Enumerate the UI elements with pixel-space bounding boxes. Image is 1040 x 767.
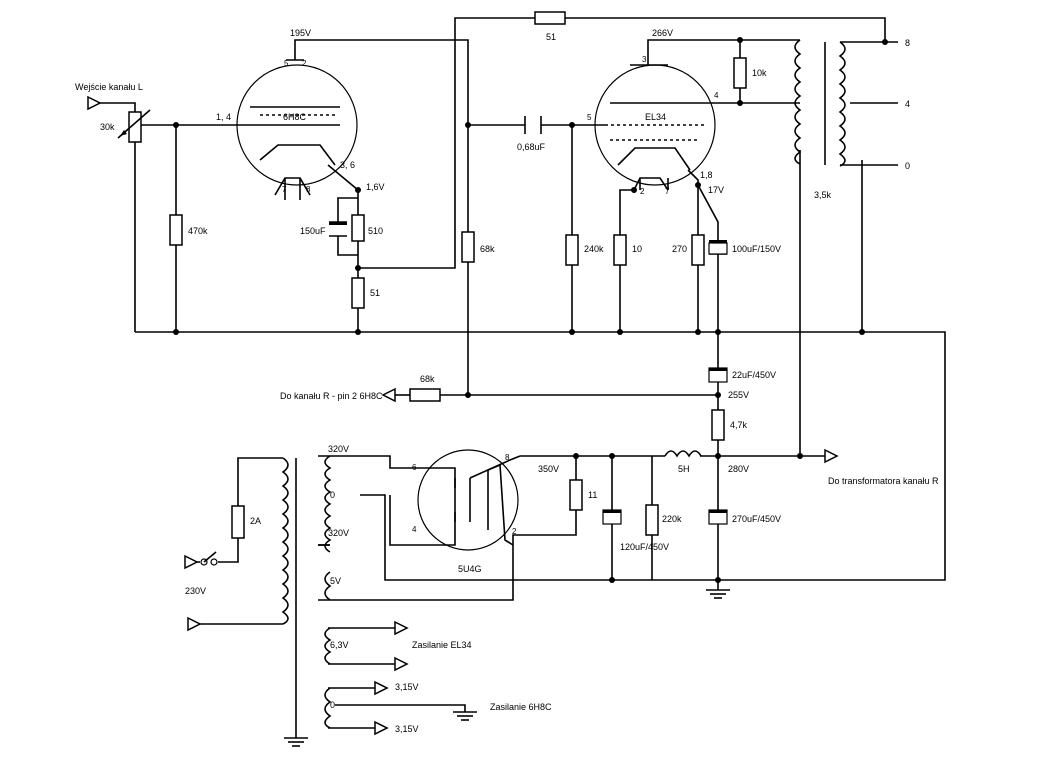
ground-symbols <box>284 589 730 747</box>
svg-text:68k: 68k <box>480 244 495 254</box>
svg-text:0: 0 <box>330 490 335 500</box>
svg-text:0: 0 <box>330 700 335 710</box>
pot-value: 30k <box>100 122 115 132</box>
svg-text:22uF/450V: 22uF/450V <box>732 370 776 380</box>
capacitors <box>329 116 728 525</box>
resistor-220k <box>645 504 659 536</box>
choke-5h <box>664 450 702 458</box>
resistor-11 <box>569 479 583 511</box>
svg-text:2: 2 <box>640 187 645 196</box>
svg-text:2: 2 <box>512 527 517 536</box>
resistors <box>169 11 747 539</box>
voltage-350v: 350V <box>538 464 559 474</box>
svg-text:4: 4 <box>905 99 910 109</box>
tube-5u4g-label: 5U4G <box>458 564 482 574</box>
connectors <box>87 95 839 736</box>
svg-text:5V: 5V <box>330 576 341 586</box>
svg-text:1,8: 1,8 <box>700 170 713 180</box>
fuse-2a <box>231 505 245 539</box>
svg-text:270: 270 <box>672 244 687 254</box>
svg-text:51: 51 <box>546 32 556 42</box>
svg-text:4: 4 <box>714 91 719 100</box>
voltage-280v: 280V <box>728 464 749 474</box>
labels: Wejście kanału L 30k 195V 5 2 1, 4 6H8C … <box>75 28 939 734</box>
svg-text:3,15V: 3,15V <box>395 724 419 734</box>
svg-text:4: 4 <box>412 525 417 534</box>
resistor-4-7k <box>711 409 725 441</box>
input-label: Wejście kanału L <box>75 82 143 92</box>
svg-text:220k: 220k <box>662 514 682 524</box>
svg-text:100uF/150V: 100uF/150V <box>732 244 781 254</box>
svg-text:120uF/450V: 120uF/450V <box>620 542 669 552</box>
resistor-510 <box>351 214 365 242</box>
tube-6h8c-label: 6H8C <box>283 112 307 122</box>
tube-6h8c <box>236 64 358 200</box>
svg-text:270uF/450V: 270uF/450V <box>732 514 781 524</box>
to-right-channel-label: Do kanału R - pin 2 6H8C <box>280 391 383 401</box>
svg-text:8: 8 <box>306 185 311 194</box>
resistor-240k <box>565 234 579 266</box>
svg-text:3, 6: 3, 6 <box>340 160 355 170</box>
wires <box>100 17 946 738</box>
svg-text:8: 8 <box>505 453 510 462</box>
voltage-230v: 230V <box>185 586 206 596</box>
power-transformer <box>281 455 332 729</box>
svg-text:0,68uF: 0,68uF <box>517 142 546 152</box>
svg-text:320V: 320V <box>328 528 349 538</box>
junction-dots <box>173 37 888 583</box>
svg-text:5: 5 <box>284 59 289 68</box>
resistor-68k-horizontal <box>409 388 441 402</box>
svg-text:68k: 68k <box>420 374 435 384</box>
voltage-195v: 195V <box>290 28 311 38</box>
svg-text:5H: 5H <box>678 464 690 474</box>
svg-text:3: 3 <box>642 55 647 64</box>
to-right-transformer-label: Do transformatora kanału R <box>828 476 939 486</box>
svg-text:0: 0 <box>905 161 910 171</box>
svg-text:10k: 10k <box>752 68 767 78</box>
svg-text:150uF: 150uF <box>300 226 326 236</box>
voltage-17v: 17V <box>708 185 724 195</box>
svg-text:470k: 470k <box>188 226 208 236</box>
resistor-10k <box>733 57 747 89</box>
svg-text:11: 11 <box>588 490 597 500</box>
svg-text:7: 7 <box>665 187 670 196</box>
supply-el34-label: Zasilanie EL34 <box>412 640 472 650</box>
svg-text:3,5k: 3,5k <box>814 190 832 200</box>
svg-text:51: 51 <box>370 288 380 298</box>
svg-text:3,15V: 3,15V <box>395 682 419 692</box>
tube-el34-label: EL34 <box>645 112 666 122</box>
resistor-270 <box>691 234 705 266</box>
svg-text:4,7k: 4,7k <box>730 420 748 430</box>
supply-6h8c-label: Zasilanie 6H8C <box>490 702 552 712</box>
voltage-266v: 266V <box>652 28 673 38</box>
svg-text:6,3V: 6,3V <box>330 640 349 650</box>
resistor-51-feedback <box>534 11 566 25</box>
svg-text:6: 6 <box>412 463 417 472</box>
svg-text:1, 4: 1, 4 <box>216 112 231 122</box>
svg-text:2A: 2A <box>250 516 261 526</box>
svg-text:510: 510 <box>368 226 383 236</box>
resistor-51-cathode <box>351 277 365 309</box>
svg-text:10: 10 <box>632 244 642 254</box>
resistor-68k-vertical <box>461 231 475 263</box>
resistor-470k <box>169 214 183 246</box>
resistor-10 <box>613 234 627 266</box>
voltage-255v: 255V <box>728 390 749 400</box>
output-transformer <box>794 39 898 167</box>
svg-text:5: 5 <box>587 113 592 122</box>
tube-el34 <box>594 64 716 191</box>
svg-text:8: 8 <box>905 38 910 48</box>
svg-text:240k: 240k <box>584 244 604 254</box>
voltage-1-6v: 1,6V <box>366 182 385 192</box>
svg-text:2: 2 <box>302 59 307 68</box>
svg-text:320V: 320V <box>328 444 349 454</box>
svg-text:7: 7 <box>282 185 287 194</box>
potentiometer-30k <box>117 109 151 143</box>
tube-5u4g <box>417 449 521 551</box>
